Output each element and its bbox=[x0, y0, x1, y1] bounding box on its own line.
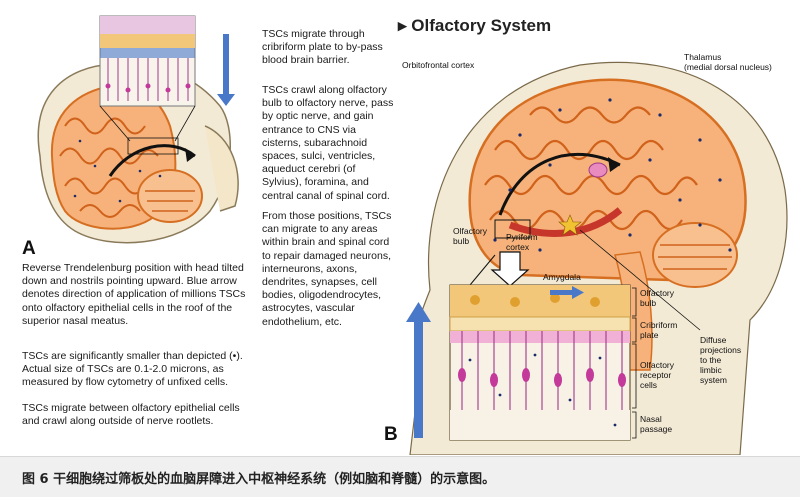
label-orbitofrontal-cortex: Orbitofrontal cortex bbox=[402, 60, 475, 70]
label-zoom-olfactory-receptor-cells: Olfactory receptor cells bbox=[640, 360, 675, 390]
label-olfactory-bulb: Olfactory bulb bbox=[453, 226, 488, 246]
middle-text-p1: TSCs migrate through cribriform plate to… bbox=[262, 28, 383, 67]
label-zoom-cribriform-plate: Cribriform plate bbox=[640, 320, 678, 340]
panel-b-illustration bbox=[406, 61, 788, 455]
panel-a-size-note: TSCs are significantly smaller than depi… bbox=[22, 350, 243, 389]
middle-text-p3: From those positions, TSCs can migrate t… bbox=[262, 210, 392, 328]
panel-b-letter: B bbox=[384, 424, 398, 445]
label-amygdala: Amygdala bbox=[543, 272, 581, 282]
label-zoom-nasal-passage: Nasal passage bbox=[640, 414, 673, 434]
middle-text-p2: TSCs crawl along olfactory bulb to olfac… bbox=[262, 84, 394, 202]
panel-b-title: ▸ Olfactory System bbox=[398, 16, 552, 35]
label-thalamus: Thalamus (medial dorsal nucleus) bbox=[684, 52, 772, 72]
panel-a-illustration bbox=[37, 15, 239, 244]
panel-a-description: Reverse Trendelenburg position with head… bbox=[22, 262, 246, 327]
label-pyriform-cortex: Pyriform cortex bbox=[506, 232, 538, 252]
panel-a-migration-note: TSCs migrate between olfactory epithelia… bbox=[22, 402, 240, 428]
caption-bar: 图 6 干细胞绕过筛板处的血脑屏障进入中枢神经系统（例如脑和脊髓）的示意图。 bbox=[0, 456, 800, 497]
figure-caption: 图 6 干细胞绕过筛板处的血脑屏障进入中枢神经系统（例如脑和脊髓）的示意图。 bbox=[22, 472, 496, 487]
panel-a-letter: A bbox=[22, 238, 36, 259]
label-diffuse-projections: Diffuse projections to the limbic system bbox=[700, 335, 742, 385]
label-zoom-olfactory-bulb: Olfactory bulb bbox=[640, 288, 675, 308]
figure-image: A Reverse Trendelenburg position with he… bbox=[22, 15, 788, 455]
